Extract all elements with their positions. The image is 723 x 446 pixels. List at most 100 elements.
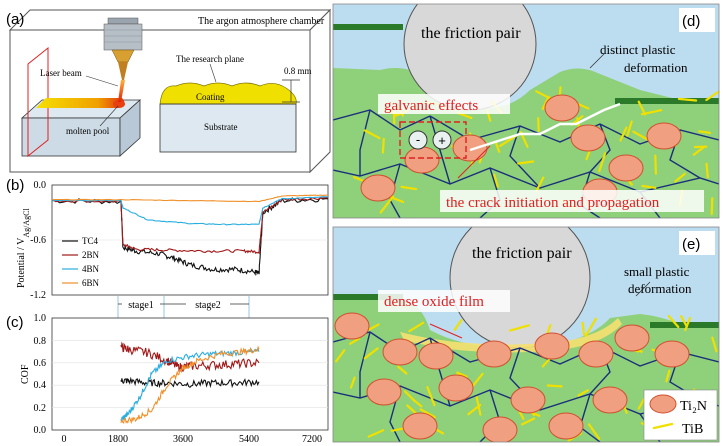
series-4bn	[51, 196, 329, 226]
tib-whisker	[400, 185, 418, 191]
series-2bn	[51, 197, 328, 255]
d-crack	[469, 102, 621, 152]
tib-whisker	[349, 376, 356, 389]
tib-whisker	[363, 347, 379, 360]
series-2bn	[120, 341, 260, 373]
molten-pool-pointer	[99, 105, 119, 127]
ti2n-particle	[382, 338, 418, 366]
substrate-front	[21, 117, 121, 157]
tib-whisker	[665, 369, 671, 383]
stage-markers: stage1 stage2	[117, 296, 250, 318]
grain-boundary	[333, 109, 431, 131]
b-ylabel: Potential / VAg/AgCl	[16, 208, 31, 288]
ti2n-particle	[334, 312, 370, 340]
molten-pool-spot	[113, 100, 125, 108]
panel-c-frame	[51, 317, 329, 431]
e-label-bg	[679, 231, 715, 255]
tib-whisker	[679, 315, 689, 328]
d-friction-pair-label: the friction pair	[421, 25, 521, 42]
panel-a-label: (a)	[6, 11, 24, 28]
c-xtick-0: 0	[62, 434, 67, 445]
d-crack-bg	[440, 190, 704, 212]
substrate-label: Substrate	[204, 122, 238, 132]
tib-whisker	[517, 160, 535, 165]
tib-whisker	[349, 337, 361, 345]
tib-whisker	[698, 130, 712, 134]
laser-beam-pointer	[85, 75, 119, 87]
ti2n-particle	[646, 122, 682, 150]
tib-whisker	[705, 162, 709, 179]
tib-whisker	[379, 195, 394, 214]
c-ytick-4: 0.8	[34, 336, 47, 347]
e-friction-pair-label: the friction pair	[472, 245, 572, 262]
d-track-left	[333, 24, 403, 30]
tib-whisker	[535, 90, 552, 100]
section-plane	[27, 46, 49, 158]
grain-boundary	[333, 163, 719, 193]
tib-whisker	[509, 324, 530, 332]
laser-head-cap	[107, 17, 139, 25]
ti2n-particle	[366, 378, 402, 406]
e-track-right	[650, 322, 719, 328]
e-oxide-label: dense oxide film	[384, 294, 484, 310]
panel-a: (a) The argon atmosphere chamber Laser b…	[6, 8, 332, 174]
series-tc4	[120, 376, 260, 389]
tib-whisker	[453, 319, 463, 331]
tib-whisker	[541, 95, 550, 111]
tib-whisker	[711, 336, 718, 353]
series-4bn	[120, 348, 260, 422]
tib-whisker	[677, 97, 698, 102]
laser-head-fins	[104, 29, 142, 43]
stage1-bg	[122, 297, 160, 310]
panel-c: (c) 0.0 0.2 0.4 0.6 0.8 1.0 COF 0 1800 3…	[6, 313, 329, 445]
c-ytick-3: 0.6	[34, 358, 47, 369]
e-plastic-pointer	[635, 281, 651, 297]
tib-whisker	[493, 173, 499, 188]
tib-whisker	[705, 90, 719, 102]
tib-whisker	[397, 365, 408, 375]
d-track-right	[615, 98, 719, 104]
d-plastic-pointer	[589, 53, 605, 69]
tib-whisker	[587, 423, 601, 440]
ti2n-particle	[482, 416, 518, 442]
b-ytick-1: -0.6	[30, 235, 46, 246]
d-crack-pointer	[457, 145, 491, 179]
e-frame	[332, 226, 720, 443]
d-plastic-line1: distinct plastic	[600, 42, 676, 57]
ti2n-particle	[402, 412, 438, 440]
chamber-title: The argon atmosphere chamber	[198, 16, 325, 27]
c-xtick-1: 1800	[108, 434, 128, 445]
section-substrate	[159, 103, 297, 153]
tib-whisker	[584, 317, 598, 337]
c-ytick-5: 1.0	[34, 313, 47, 324]
d-plus-text: +	[438, 133, 446, 148]
tib-whisker	[674, 172, 686, 183]
ti2n-particle	[534, 332, 570, 360]
stage2-label: stage2	[195, 300, 221, 311]
series-6bn	[120, 345, 260, 425]
ti2n-particle	[360, 174, 396, 202]
tib-whisker	[619, 126, 628, 142]
panel-c-lines	[120, 341, 260, 425]
legend-4bn: 4BN	[82, 264, 100, 274]
c-ytick-2: 0.4	[34, 380, 47, 391]
legend-6bn: 6BN	[82, 278, 100, 288]
panel-e: dense oxide film small plastic deformati…	[333, 227, 719, 442]
d-plus-icon	[432, 130, 452, 150]
tib-whisker	[363, 129, 381, 140]
d-label-bg	[679, 8, 715, 32]
e-plastic-line1: small plastic	[624, 264, 690, 279]
tib-whisker	[387, 195, 405, 204]
laser-beam	[118, 80, 125, 102]
legend-tc4: TC4	[82, 236, 99, 246]
d-frame	[332, 3, 720, 219]
tib-whisker	[535, 176, 545, 193]
tib-whisker	[537, 116, 540, 132]
ti2n-particle	[654, 340, 690, 368]
ti2n-particle	[548, 412, 584, 440]
d-galvanic-box	[399, 121, 467, 159]
tib-whisker	[654, 154, 658, 175]
ti2n-particle	[404, 146, 440, 174]
ti2n-particle	[578, 340, 614, 368]
